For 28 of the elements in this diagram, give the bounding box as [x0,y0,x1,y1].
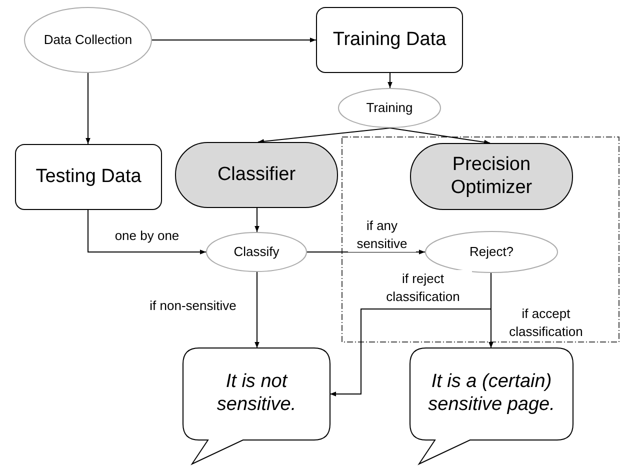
node-label: Data Collection [44,32,132,48]
node-label: It is a (certain) sensitive page. [427,371,556,417]
node-label: Testing Data [36,166,142,188]
data-box [316,7,463,73]
node-label: Classifier [217,164,296,186]
node-label: Reject? [469,244,514,260]
node-label: Training Data [332,28,446,52]
process-ellipse [206,232,307,272]
arrow [306,250,426,254]
arrow [88,210,206,254]
process-ellipse [338,88,441,128]
node-label: It is not sensitive. [216,371,298,417]
arrow [86,72,90,144]
arrow [488,272,494,348]
data-box [15,144,162,210]
process-ellipse [24,7,152,73]
node-label: Classify [234,244,280,260]
speech-bubble [410,348,573,465]
arrow [152,38,316,42]
arrow [254,208,260,232]
node-label: Precision Optimizer [450,154,534,200]
process-ellipse [425,231,558,273]
arrow [258,128,390,144]
speech-bubble [183,348,330,465]
arrow [254,272,260,348]
node-label: Training [366,100,413,116]
arrow [390,128,490,144]
arrow [388,72,392,88]
